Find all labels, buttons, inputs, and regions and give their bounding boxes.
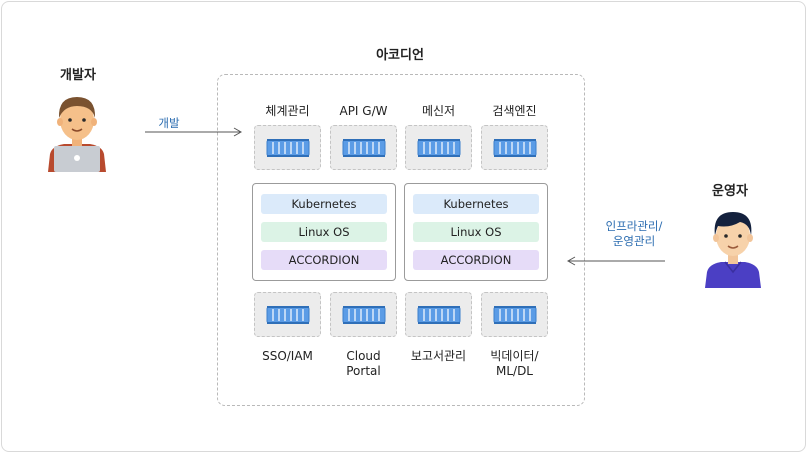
- container-icon: [342, 138, 385, 157]
- container-icon: [493, 305, 536, 324]
- label-line-2: Portal: [346, 364, 381, 378]
- cluster-boundary: [217, 74, 585, 406]
- container-icon: [417, 305, 460, 324]
- label-line-2: ML/DL: [495, 364, 533, 378]
- service-tile-bottom-4: [481, 292, 548, 337]
- service-label-bottom-1: SSO/IAM: [244, 349, 331, 364]
- kubernetes-layer: Kubernetes: [413, 194, 539, 214]
- cluster-node-2: Kubernetes Linux OS ACCORDION: [404, 183, 548, 281]
- developer-avatar-icon: [48, 97, 106, 172]
- accordion-layer: ACCORDION: [261, 250, 387, 270]
- container-icon: [342, 305, 385, 324]
- service-tile-bottom-3: [405, 292, 472, 337]
- service-tile-bottom-2: [330, 292, 397, 337]
- label-line-1: Cloud: [346, 349, 381, 363]
- container-icon: [266, 305, 309, 324]
- accordion-layer: ACCORDION: [413, 250, 539, 270]
- service-label-bottom-4: 빅데이터/ ML/DL: [471, 349, 558, 379]
- service-label-top-1: 체계관리: [265, 104, 310, 118]
- arrow-label-line-2: 운영관리: [612, 234, 656, 248]
- service-tile-top-4: [481, 125, 548, 170]
- cluster-node-1: Kubernetes Linux OS ACCORDION: [252, 183, 396, 281]
- linux-os-layer: Linux OS: [261, 222, 387, 242]
- service-label-top-2: API G/W: [339, 104, 388, 118]
- operator-arrow: [566, 256, 665, 266]
- label-line-1: SSO/IAM: [262, 349, 313, 363]
- container-icon: [493, 138, 536, 157]
- label-line-1: 보고서관리: [410, 349, 467, 363]
- developer-arrow-label: 개발: [158, 116, 180, 130]
- service-label-top-4: 검색엔진: [492, 104, 537, 118]
- service-label-bottom-3: 보고서관리: [395, 349, 482, 364]
- label-line-1: 빅데이터/: [490, 349, 539, 363]
- service-tile-top-1: [254, 125, 321, 170]
- service-tile-top-3: [405, 125, 472, 170]
- service-label-top-3: 메신저: [421, 104, 456, 118]
- service-label-bottom-2: Cloud Portal: [320, 349, 407, 379]
- arrow-label-line-1: 인프라관리/: [605, 219, 663, 233]
- cluster-title: 아코디언: [376, 48, 424, 63]
- linux-os-layer: Linux OS: [413, 222, 539, 242]
- service-tile-top-2: [330, 125, 397, 170]
- operator-arrow-label: 인프라관리/ 운영관리: [596, 219, 672, 249]
- container-icon: [417, 138, 460, 157]
- operator-title: 운영자: [712, 184, 748, 199]
- kubernetes-layer: Kubernetes: [261, 194, 387, 214]
- container-icon: [266, 138, 309, 157]
- operator-avatar-icon: [705, 212, 761, 288]
- developer-arrow: [145, 127, 243, 137]
- service-tile-bottom-1: [254, 292, 321, 337]
- developer-title: 개발자: [60, 68, 96, 83]
